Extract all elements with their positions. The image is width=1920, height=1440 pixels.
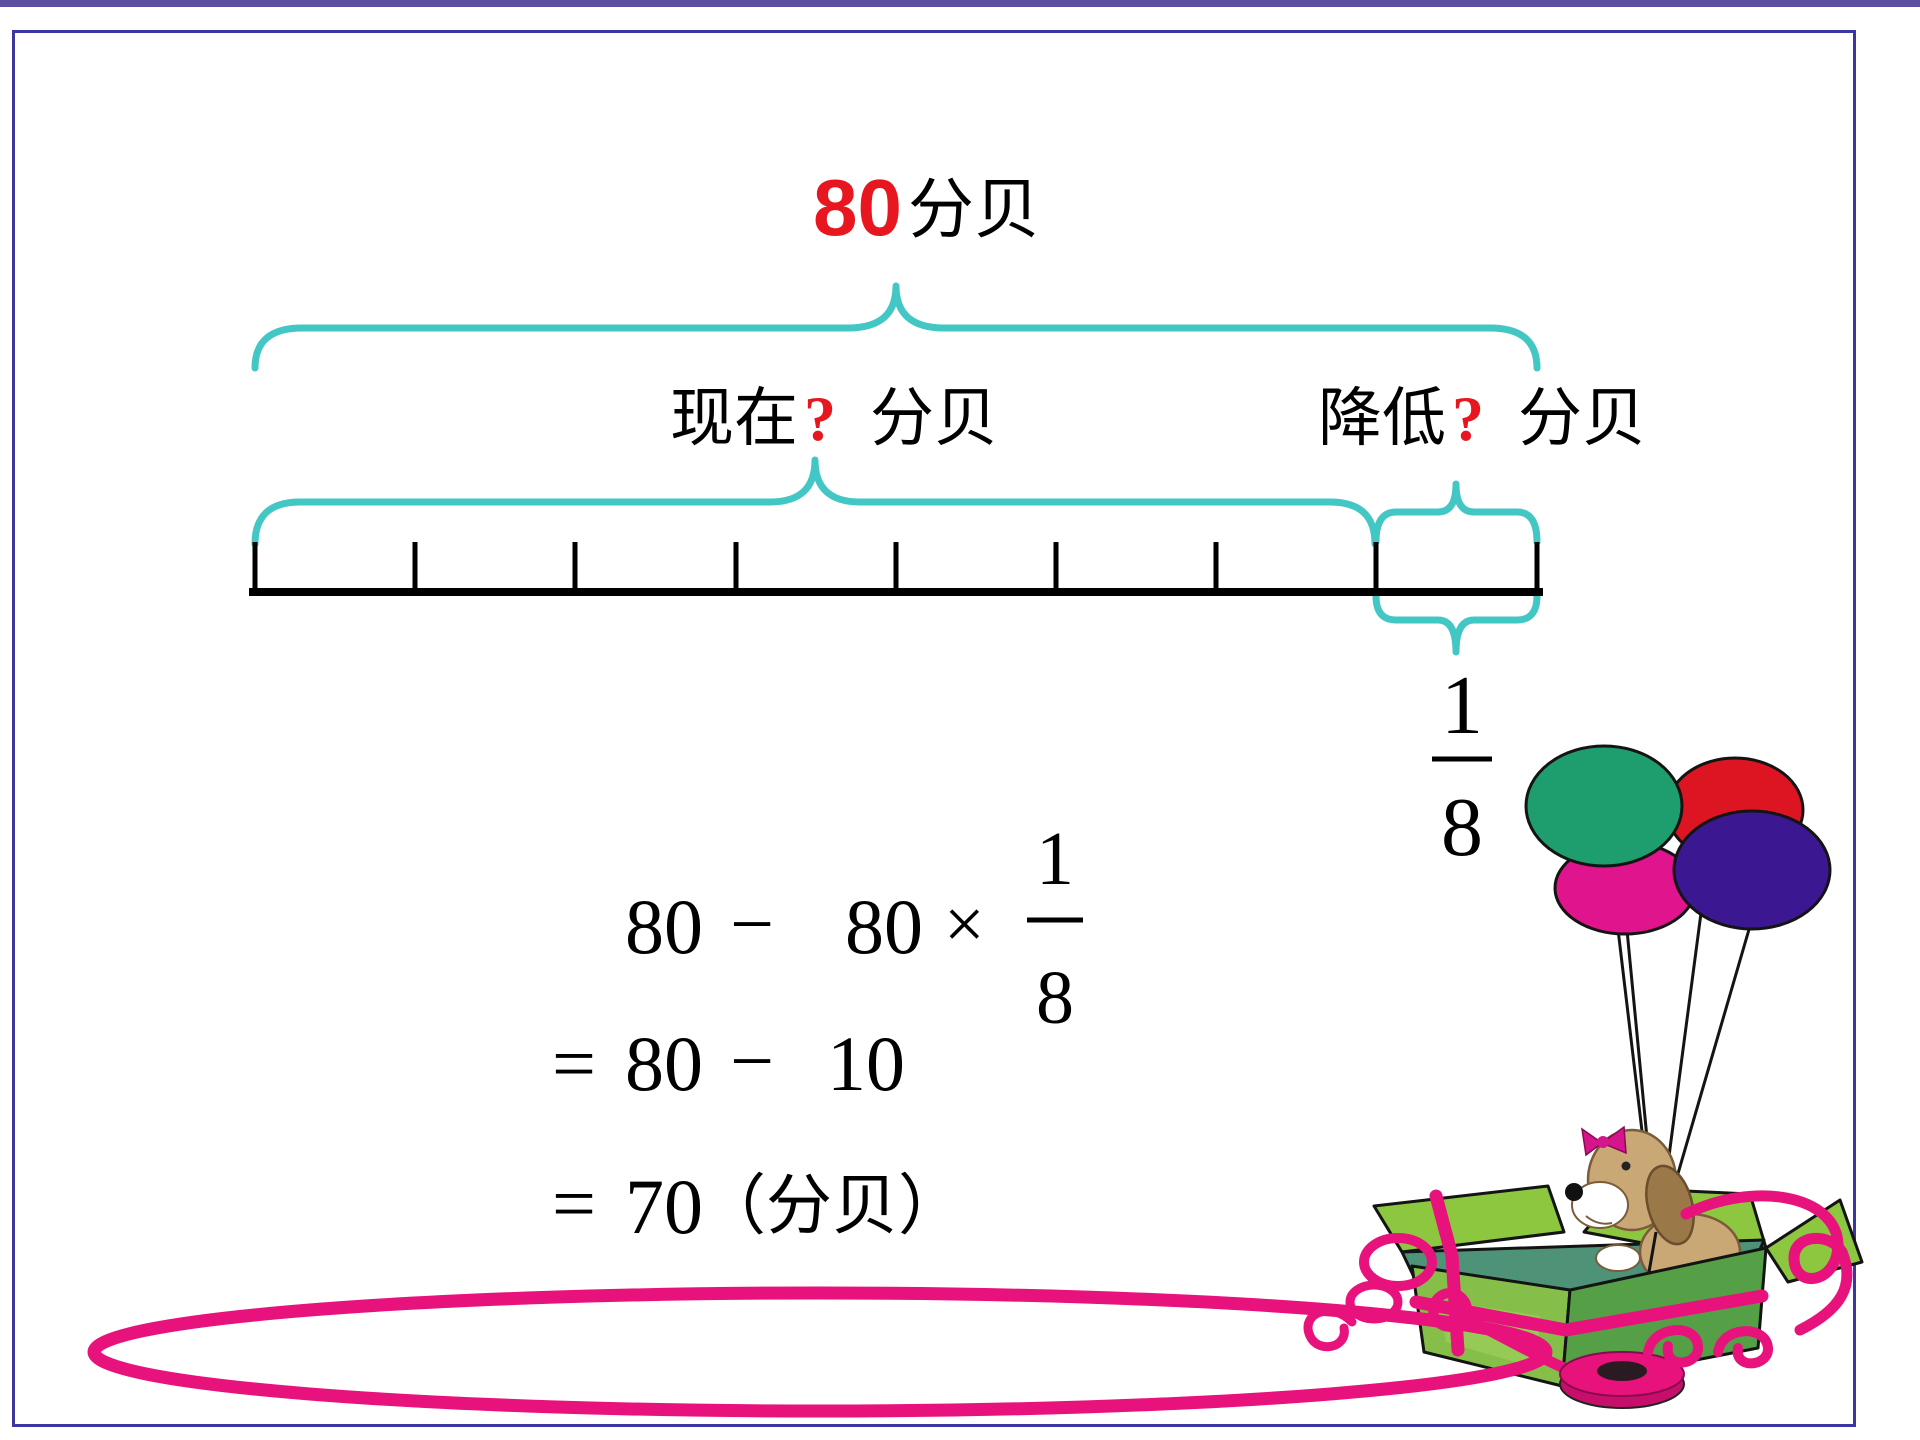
ribbon-curls-icon: [1643, 1325, 1773, 1369]
now-label-unit: 分贝: [870, 383, 998, 454]
equation-line-1: 80 − 80 × 1 8: [625, 817, 1083, 1040]
purple-balloon-icon: [1672, 809, 1832, 931]
eq3-result: 70: [625, 1163, 703, 1250]
whole-brace: [251, 282, 1541, 372]
reduce-label-unit: 分贝: [1518, 383, 1646, 454]
eq2-minus: −: [730, 1017, 774, 1104]
eq3-equals: =: [552, 1160, 596, 1247]
fraction-denominator: 8: [1441, 781, 1483, 874]
puppy-nose-icon: [1565, 1183, 1583, 1201]
total-value: 80: [813, 163, 902, 252]
eq1-term1: 80: [625, 883, 703, 970]
eq3-unit: （分贝）: [700, 1170, 964, 1243]
equation-block: 80 − 80 × 1 8 = 80 − 10 = 70 （分贝）: [552, 817, 1083, 1250]
equation-line-2: = 80 − 10: [552, 1017, 905, 1107]
puppy-eye-icon: [1621, 1161, 1631, 1171]
eq1-times: ×: [944, 884, 985, 964]
puppy-bow-icon: [1580, 1127, 1604, 1157]
puppy-ear-icon: [1645, 1164, 1695, 1246]
fraction-one-eighth: 1 8: [1432, 659, 1492, 874]
eq2-equals: =: [552, 1020, 596, 1107]
tape-bar: [249, 542, 1543, 596]
eq1-term2: 80: [845, 883, 923, 970]
equation-line-3: = 70 （分贝）: [552, 1160, 964, 1250]
now-label-text: 现在: [670, 383, 798, 454]
eq1-fraction-denominator: 8: [1036, 956, 1074, 1040]
now-brace: [251, 456, 1379, 548]
eq1-fraction-numerator: 1: [1036, 817, 1074, 901]
now-label-question-mark: ?: [804, 383, 836, 454]
top-strip: [0, 0, 1920, 7]
total-unit: 分贝: [908, 174, 1040, 247]
fraction-numerator: 1: [1441, 659, 1483, 752]
bar-model: [249, 282, 1543, 656]
reduce-label-text: 降低: [1318, 383, 1446, 454]
eq2-term2: 10: [827, 1020, 905, 1107]
pink-ribbon-spool-icon: [1559, 1351, 1685, 1409]
eq2-term1: 80: [625, 1020, 703, 1107]
reduce-brace-bottom: [1372, 592, 1541, 656]
reduce-brace-top: [1372, 480, 1541, 546]
reduce-label-question-mark: ?: [1452, 383, 1484, 454]
pink-ribbon-loop-icon: [87, 1286, 1584, 1418]
balloon-bouquet-icon: [1524, 744, 1832, 936]
eq1-minus: −: [730, 880, 774, 967]
green-balloon-icon: [1524, 744, 1684, 868]
labels: 80 分贝 现在 ? 分贝 降低 ? 分贝 1 8: [670, 163, 1646, 874]
